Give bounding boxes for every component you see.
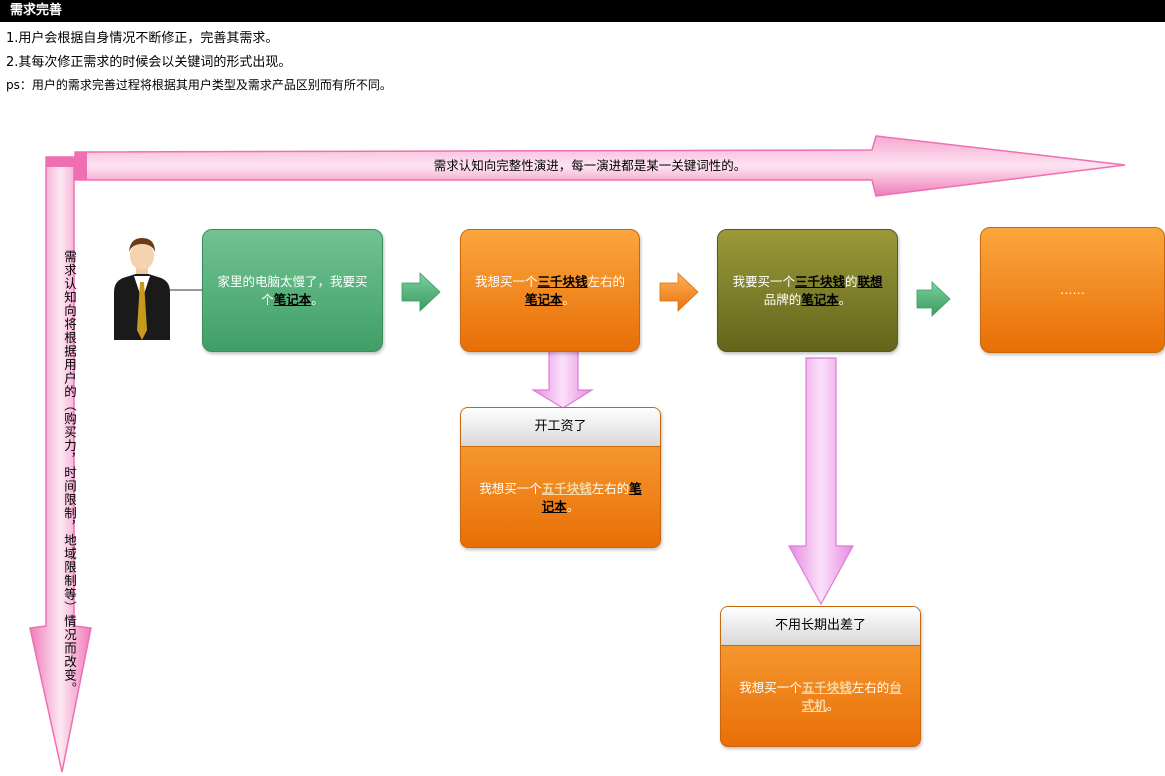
- step-arrow-3-icon: [916, 281, 951, 317]
- keyword-notebook: 笔记本: [524, 291, 563, 307]
- side-arrow: [29, 156, 92, 773]
- branch-card-2: 不用长期出差了 我想买一个五千块钱左右的台式机。: [720, 606, 921, 747]
- top-arrow-tail: [75, 152, 87, 180]
- step-box-4: ……: [980, 227, 1165, 353]
- step2-end: 。: [562, 291, 575, 307]
- step1-end: 。: [311, 291, 324, 307]
- step1-text: 家里的电脑太慢了，我要买个: [217, 273, 368, 307]
- branch1-mid: 左右的: [591, 480, 630, 496]
- keyword-notebook: 笔记本: [801, 291, 839, 307]
- step-box-3-text: 我要买一个三千块钱的联想品牌的笔记本。: [732, 273, 882, 309]
- step-box-2-text: 我想买一个三千块钱左右的笔记本。: [475, 273, 625, 309]
- top-arrow-label: 需求认知向完整性演进，每一演进都是某一关键词性的。: [433, 158, 747, 173]
- step-box-1-text: 家里的电脑太慢了，我要买个笔记本。: [215, 273, 370, 309]
- branch-card-1-title: 开工资了: [461, 408, 660, 447]
- section-title: 需求完善: [0, 0, 1165, 22]
- step3-mid: 的: [845, 273, 858, 289]
- branch-card-1-body: 我想买一个五千块钱左右的笔记本。: [461, 447, 660, 547]
- keyword-price: 三千块钱: [537, 273, 588, 289]
- step2-mid: 左右的: [587, 273, 626, 289]
- branch1-text: 我想买一个: [479, 480, 542, 496]
- branch-arrow-2: [787, 357, 855, 606]
- step2-text: 我想买一个: [474, 273, 538, 289]
- keyword-price: 五千块钱: [801, 679, 852, 695]
- branch1-end: 。: [566, 498, 580, 514]
- branch-card-2-body: 我想买一个五千块钱左右的台式机。: [721, 646, 920, 746]
- step3-mid2: 品牌的: [763, 291, 802, 307]
- top-arrow: [74, 135, 1126, 197]
- keyword-desktop: 台式机: [801, 679, 902, 713]
- side-arrow-label: 需求认知向将根据用户的（购买力，时间限制，地域限制等）情况而改变。: [62, 250, 77, 696]
- step-box-3: 我要买一个三千块钱的联想品牌的笔记本。: [717, 229, 898, 352]
- note-line-2: 2.其每次修正需求的时候会以关键词的形式出现。: [6, 55, 292, 70]
- note-ps: ps：用户的需求完善过程将根据其用户类型及需求产品区别而有所不同。: [6, 78, 392, 92]
- user-avatar-icon: [114, 238, 203, 340]
- step-box-2: 我想买一个三千块钱左右的笔记本。: [460, 229, 640, 352]
- keyword-notebook: 笔记本: [541, 480, 642, 514]
- step-arrow-2-icon: [659, 272, 699, 312]
- keyword-price: 五千块钱: [541, 480, 592, 496]
- branch-arrow-1: [530, 349, 595, 409]
- note-line-1: 1.用户会根据自身情况不断修正，完善其需求。: [6, 31, 279, 46]
- branch-card-2-title: 不用长期出差了: [721, 607, 920, 646]
- keyword-price: 三千块钱: [794, 273, 845, 289]
- step-box-1: 家里的电脑太慢了，我要买个笔记本。: [202, 229, 383, 352]
- step3-text: 我要买一个: [732, 273, 795, 289]
- step-arrow-1-icon: [401, 272, 441, 312]
- ellipsis-text: ……: [1060, 282, 1085, 297]
- branch2-end: 。: [826, 697, 840, 713]
- keyword-brand: 联想: [857, 273, 883, 289]
- branch2-text: 我想买一个: [739, 679, 802, 695]
- keyword-notebook: 笔记本: [273, 291, 312, 307]
- branch2-mid: 左右的: [851, 679, 890, 695]
- step3-end: 。: [838, 291, 852, 307]
- branch-card-1: 开工资了 我想买一个五千块钱左右的笔记本。: [460, 407, 661, 548]
- side-arrow-head-band: [46, 157, 74, 167]
